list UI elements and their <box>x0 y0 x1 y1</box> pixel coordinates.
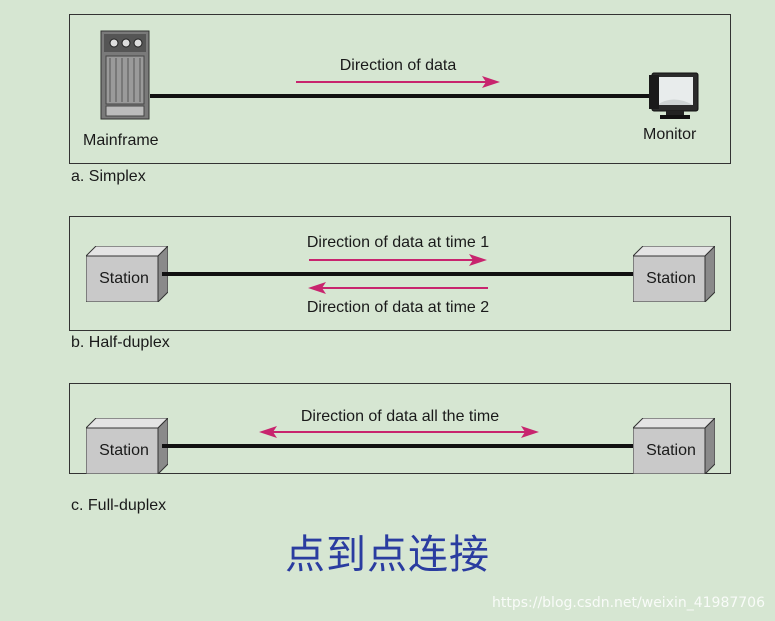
station-box-icon <box>633 246 715 302</box>
monitor-label: Monitor <box>643 126 697 143</box>
half-duplex-right-arrow <box>309 254 487 266</box>
simplex-caption: a. Simplex <box>71 168 146 185</box>
station-label: Station <box>99 270 149 287</box>
full-duplex-panel <box>69 383 731 474</box>
full-duplex-left-station: Station <box>86 418 168 474</box>
half-duplex-left-arrow <box>308 282 488 294</box>
half-duplex-right-station: Station <box>633 246 715 302</box>
page-title: 点到点连接 <box>285 532 490 578</box>
half-duplex-caption: b. Half-duplex <box>71 334 170 351</box>
station-label: Station <box>99 442 149 459</box>
station-label: Station <box>646 270 696 287</box>
full-duplex-link-line <box>162 444 636 448</box>
full-duplex-bidirectional-arrow <box>259 426 539 438</box>
full-duplex-direction-label: Direction of data all the time <box>300 408 500 425</box>
simplex-panel <box>69 14 731 164</box>
station-box-icon <box>633 418 715 474</box>
monitor-icon <box>649 72 699 119</box>
half-duplex-link-line <box>162 272 636 276</box>
simplex-right-arrow <box>296 76 500 88</box>
watermark: https://blog.csdn.net/weixin_41987706 <box>491 595 765 611</box>
half-duplex-left-station: Station <box>86 246 168 302</box>
simplex-direction-label: Direction of data <box>339 57 457 74</box>
station-box-icon <box>86 246 168 302</box>
simplex-link-line <box>150 94 653 98</box>
full-duplex-right-station: Station <box>633 418 715 474</box>
half-duplex-direction-label-1: Direction of data at time 1 <box>306 234 490 251</box>
full-duplex-caption: c. Full-duplex <box>71 497 167 514</box>
half-duplex-panel <box>69 216 731 331</box>
mainframe-label: Mainframe <box>83 132 159 149</box>
mainframe-icon <box>100 30 150 120</box>
station-label: Station <box>646 442 696 459</box>
half-duplex-direction-label-2: Direction of data at time 2 <box>306 299 490 316</box>
